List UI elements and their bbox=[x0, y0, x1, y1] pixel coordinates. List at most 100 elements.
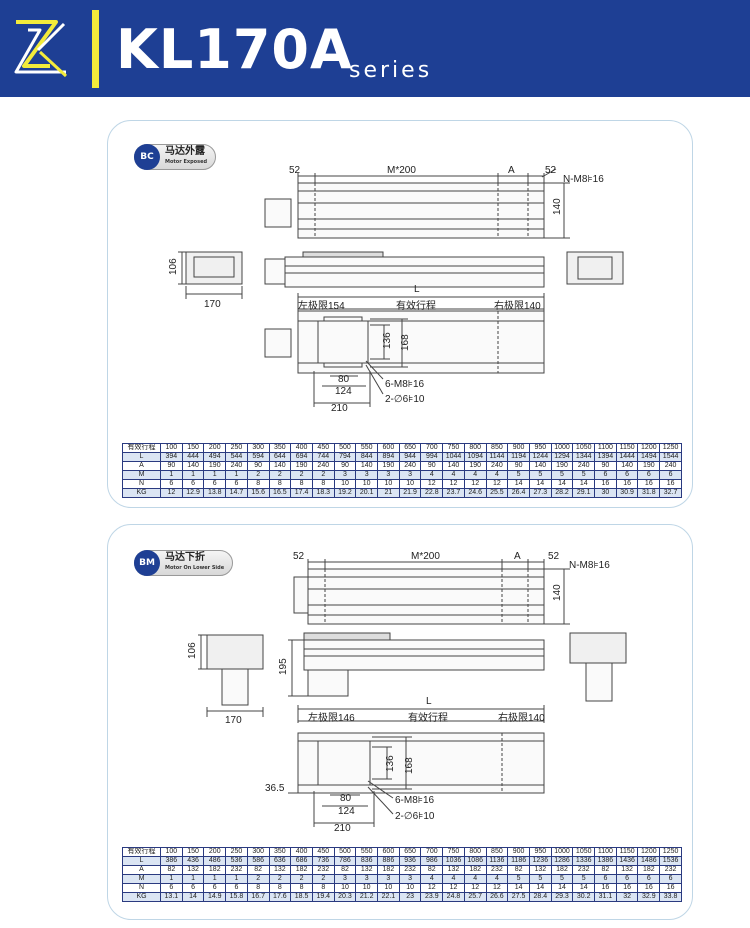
table-cell: 13.8 bbox=[203, 488, 227, 498]
table-cell: 3 bbox=[377, 874, 400, 884]
table-cell: 6 bbox=[203, 479, 227, 489]
table-cell: 12 bbox=[442, 883, 465, 893]
table-cell: 90 bbox=[333, 461, 357, 471]
table-cell: 994 bbox=[420, 452, 444, 462]
table-cell: 5 bbox=[528, 874, 552, 884]
section-name-cn: 马达下折 bbox=[165, 552, 205, 563]
table-cell: 32.9 bbox=[637, 892, 661, 902]
table-header-cell: 1000 bbox=[550, 847, 574, 857]
table-cell: 232 bbox=[659, 865, 682, 875]
stroke-label: 有效行程 bbox=[396, 299, 436, 312]
right-limit: 右极限140 bbox=[494, 299, 541, 312]
table-cell: 2 bbox=[246, 470, 270, 480]
table-cell: 1044 bbox=[442, 452, 465, 462]
table-header-cell: 850 bbox=[485, 847, 509, 857]
table-cell: 6 bbox=[637, 470, 661, 480]
table-cell: 4 bbox=[485, 874, 509, 884]
table-cell: 3 bbox=[333, 874, 357, 884]
dim-210: 210 bbox=[334, 823, 351, 834]
top-view bbox=[264, 168, 570, 239]
table-cell: 4 bbox=[442, 874, 465, 884]
table-cell: 31.1 bbox=[594, 892, 617, 902]
table-cell: 27.5 bbox=[507, 892, 530, 902]
table-cell: 894 bbox=[377, 452, 400, 462]
table-cell: 182 bbox=[550, 865, 574, 875]
table-header-cell: 800 bbox=[463, 443, 487, 453]
dim-pin: 2-∅6⊧10 bbox=[395, 811, 435, 822]
table-cell: 10 bbox=[333, 883, 357, 893]
table-cell: 694 bbox=[290, 452, 313, 462]
table-cell: 2 bbox=[268, 874, 292, 884]
table-cell: 636 bbox=[268, 856, 292, 866]
table-cell: 1086 bbox=[463, 856, 487, 866]
table-cell: 16 bbox=[659, 479, 682, 489]
table-cell: 1094 bbox=[463, 452, 487, 462]
table-cell: 12 bbox=[463, 883, 487, 893]
table-header-cell: 100 bbox=[160, 443, 183, 453]
dim-L: L bbox=[426, 696, 432, 707]
dim-6m8: 6-M8⊧16 bbox=[385, 379, 425, 390]
table-cell: 8 bbox=[268, 883, 292, 893]
dim-52-right: 52 bbox=[545, 165, 557, 176]
table-cell: 140 bbox=[181, 461, 205, 471]
table-cell: 794 bbox=[333, 452, 357, 462]
table-cell: 394 bbox=[160, 452, 183, 462]
table-cell: 5 bbox=[528, 470, 552, 480]
table-cell: 6 bbox=[181, 479, 205, 489]
table-cell: 1 bbox=[160, 874, 183, 884]
table-cell: 132 bbox=[268, 865, 292, 875]
table-cell: 182 bbox=[203, 865, 227, 875]
table-cell: 23.7 bbox=[442, 488, 465, 498]
section-badge-bm: BM 马达下折 Motor On Lower Side bbox=[134, 550, 234, 576]
end-view-right bbox=[569, 632, 627, 702]
drawing-bc: 52 M*200 A 52 N-M8⊧16 140 106 170 bbox=[168, 165, 624, 414]
table-cell: 90 bbox=[246, 461, 270, 471]
table-cell: 30.2 bbox=[572, 892, 596, 902]
table-header-cell: 250 bbox=[225, 443, 248, 453]
table-cell: 4 bbox=[463, 874, 487, 884]
table-cell: 28.2 bbox=[550, 488, 574, 498]
table-cell: 494 bbox=[203, 452, 227, 462]
table-cell: 6 bbox=[181, 883, 205, 893]
table-header-cell: 500 bbox=[333, 847, 357, 857]
table-row-label: M bbox=[122, 874, 161, 884]
table-cell: 1436 bbox=[615, 856, 639, 866]
section-code: BC bbox=[134, 144, 160, 170]
table-cell: 6 bbox=[225, 479, 248, 489]
table-header-cell: 600 bbox=[377, 847, 400, 857]
table-cell: 1136 bbox=[485, 856, 509, 866]
table-cell: 30 bbox=[594, 488, 617, 498]
table-cell: 3 bbox=[377, 470, 400, 480]
table-cell: 140 bbox=[528, 461, 552, 471]
table-header-cell: 150 bbox=[181, 847, 205, 857]
table-header-cell: 350 bbox=[268, 443, 292, 453]
table-row-label: 有效行程 bbox=[122, 847, 161, 857]
table-cell: 1186 bbox=[507, 856, 530, 866]
table-header-cell: 200 bbox=[203, 847, 227, 857]
left-limit: 左极限146 bbox=[308, 711, 355, 724]
table-cell: 24.6 bbox=[463, 488, 487, 498]
table-cell: 240 bbox=[572, 461, 596, 471]
table-cell: 8 bbox=[246, 479, 270, 489]
table-cell: 1 bbox=[203, 874, 227, 884]
table-cell: 1 bbox=[225, 874, 248, 884]
table-cell: 232 bbox=[398, 865, 422, 875]
table-cell: 15.6 bbox=[246, 488, 270, 498]
table-cell: 1236 bbox=[528, 856, 552, 866]
table-cell: 82 bbox=[246, 865, 270, 875]
dim-170: 170 bbox=[225, 715, 242, 726]
dim-80: 80 bbox=[340, 793, 352, 804]
table-cell: 544 bbox=[225, 452, 248, 462]
table-header-cell: 400 bbox=[290, 847, 313, 857]
table-cell: 10 bbox=[377, 883, 400, 893]
table-cell: 182 bbox=[290, 865, 313, 875]
table-row-label: L bbox=[122, 856, 161, 866]
table-cell: 24.8 bbox=[442, 892, 465, 902]
table-cell: 986 bbox=[420, 856, 444, 866]
section-name-en: Motor Exposed bbox=[165, 159, 208, 165]
dim-nm8: N-M8⊧16 bbox=[563, 174, 604, 185]
dim-136: 136 bbox=[382, 332, 393, 349]
